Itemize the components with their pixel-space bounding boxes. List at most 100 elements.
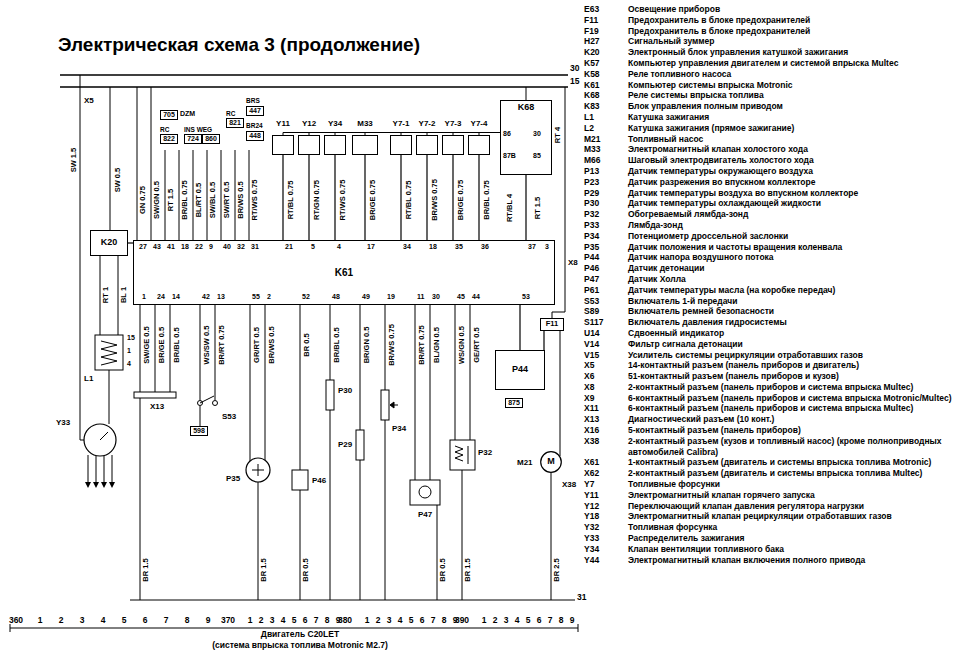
legend-row: X622-контактный разъем (двигатель и сист… xyxy=(584,468,956,479)
grid-number: 3 xyxy=(270,616,275,626)
component-code: P44 xyxy=(584,252,628,263)
label-text: 30 xyxy=(533,130,541,138)
legend-row: X116-контактный разъем (панель приборов … xyxy=(584,403,956,414)
component-description: Компьютер управления двигателем и систем… xyxy=(628,58,954,69)
component-outline xyxy=(442,135,464,155)
wire-code: RT/WS 0.75 xyxy=(251,180,260,221)
wire-code: BL/RT 0.5 xyxy=(195,183,204,218)
component-code: V15 xyxy=(584,350,628,361)
wire-code: RT 1 xyxy=(102,287,111,303)
label-text: (система впрыска топлива Motronic M2.7) xyxy=(212,641,388,651)
legend-row: L1Катушка зажигания xyxy=(584,112,956,123)
lambda-sensor-symbol xyxy=(450,440,475,470)
reference-box: 705 xyxy=(160,110,178,120)
component-code: E63 xyxy=(584,4,628,15)
component-description: Датчик разрежения во впускном коллекторе xyxy=(628,177,954,188)
label-text: BRS xyxy=(246,97,260,104)
legend-row: S117Включатель давления гидросистемы xyxy=(584,317,956,328)
component-description: 6-контактный разъем (панель приборов и с… xyxy=(628,403,954,414)
wire-code: BR/BL 0.5 xyxy=(173,327,182,362)
component-code: P46 xyxy=(584,263,628,274)
component-description: Потенциометр дроссельной заслонки xyxy=(628,231,954,242)
grid-number: 1 xyxy=(38,616,43,626)
component-code: K83 xyxy=(584,101,628,112)
connector-line xyxy=(478,155,479,240)
label-text: 53 xyxy=(522,293,530,301)
label-text: 5 xyxy=(311,243,315,251)
sensor-symbol xyxy=(246,458,270,482)
legend-row: Y33Распределитель зажигания xyxy=(584,533,956,544)
wire-code: BR/RT 0.75 xyxy=(418,325,427,365)
label-text: 36 xyxy=(481,243,489,251)
wire-code: BR/GE 0.5 xyxy=(158,327,167,363)
connector xyxy=(401,155,402,240)
connector-line xyxy=(308,155,309,240)
connector xyxy=(544,331,545,350)
label-text: X38 xyxy=(562,480,576,489)
legend-row: Y44Электромагнитный клапан включения пол… xyxy=(584,555,956,566)
node-label: Y7-3 xyxy=(445,120,462,129)
component-description: Обогреваемый лямбда-зонд xyxy=(628,209,954,220)
component-description: 2-контактный разъем (двигатель и системы… xyxy=(628,468,954,479)
component-description: Катушка зажигания (прямое зажигание) xyxy=(628,123,954,134)
component-outline xyxy=(416,135,438,155)
valve-box: Y12 xyxy=(298,112,320,155)
component-code: F11 xyxy=(584,15,628,26)
component-description: Реле системы впрыска топлива xyxy=(628,90,954,101)
spark-plug-symbol xyxy=(85,482,115,488)
wire-code: RT/BL 0.75 xyxy=(405,181,414,220)
wire-code: SW/BL 0.5 xyxy=(209,182,218,219)
component-code: S117 xyxy=(584,317,628,328)
component-description: Топливный насос xyxy=(628,134,954,145)
label-text: 15 xyxy=(570,77,579,87)
component-description: Диагностический разъем (10 конт.) xyxy=(628,414,954,425)
label-text: 31 xyxy=(251,243,259,251)
label-text: 41 xyxy=(167,243,175,251)
connector-line xyxy=(364,155,365,240)
legend-row: X82-контактный разъем (панель приборов и… xyxy=(584,382,956,393)
grid-number: 8 xyxy=(185,616,190,626)
wire-code: BR 1.5 xyxy=(260,558,269,581)
label-text: 1 xyxy=(127,347,131,355)
component-outline xyxy=(324,135,346,155)
wire-code: BR/WS 0.75 xyxy=(388,324,397,366)
label-text: P34 xyxy=(392,424,406,433)
label-text: INS WEG xyxy=(184,126,212,133)
wire-code: RT/BL 4 xyxy=(506,194,515,222)
label-text: L1 xyxy=(84,374,93,383)
reference-box: 448 xyxy=(246,131,264,141)
label-text: P35 xyxy=(226,474,240,483)
resistor-symbol xyxy=(356,430,364,460)
component-code: S89 xyxy=(584,306,628,317)
label-text: X8 xyxy=(568,258,578,267)
component-description: Катушка зажигания xyxy=(628,112,954,123)
wire-code: BR 1.5 xyxy=(142,558,151,581)
component-code: F19 xyxy=(584,26,628,37)
label-text: S53 xyxy=(222,412,236,421)
node-label: 448 xyxy=(249,132,261,140)
legend-row: F19Предохранитель в блоке предохранителе… xyxy=(584,26,956,37)
node-label: Y12 xyxy=(302,120,316,129)
component-description: 51-контактный разъем (панель приборов и … xyxy=(628,371,954,382)
node-label: 875 xyxy=(508,399,520,407)
wire-code: BR 0.5 xyxy=(439,558,448,581)
legend-row: K61Компьютер системы впрыска Motronic xyxy=(584,80,956,91)
control-unit-box: K20 xyxy=(90,230,128,256)
component-description: Усилитель системы рециркуляции отработав… xyxy=(628,350,954,361)
label-text: P46 xyxy=(312,476,326,485)
label-text: 2 xyxy=(267,293,271,301)
component-description: Датчик Холла xyxy=(628,274,954,285)
component-outline xyxy=(390,135,412,155)
component-code: V14 xyxy=(584,339,628,350)
grid-number: 6 xyxy=(537,616,542,626)
heater-winding xyxy=(455,446,468,464)
sensor-box: P44 xyxy=(495,350,545,390)
component-code: L2 xyxy=(584,123,628,134)
component-description: 2-контактный разъем (панель приборов и с… xyxy=(628,382,954,393)
component-code: K20 xyxy=(584,47,628,58)
wire-code: BR/WS 0.75 xyxy=(431,179,440,221)
legend-row: Y18Электромагнитный клапан рециркуляции … xyxy=(584,511,956,522)
legend-row: P23Датчик разрежения во впускном коллект… xyxy=(584,177,956,188)
component-description: Датчик детонации xyxy=(628,263,954,274)
component-code: Y12 xyxy=(584,501,628,512)
